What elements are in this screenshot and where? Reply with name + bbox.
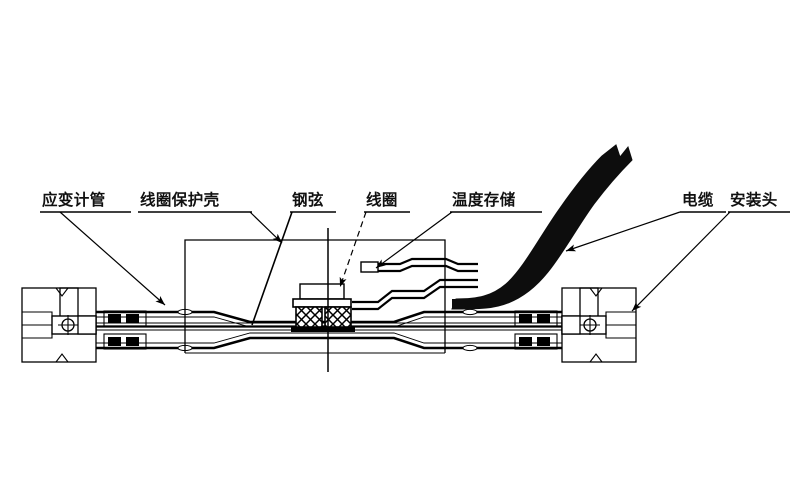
label-coil: 线圈	[366, 190, 398, 209]
coil-assembly	[291, 283, 355, 332]
notch-bottom	[55, 353, 69, 363]
leader-line	[249, 211, 283, 244]
label-cable: 电缆	[682, 190, 714, 209]
lead-wire-upper-b	[378, 264, 478, 273]
notch-bottom	[589, 353, 603, 363]
notch-top	[589, 287, 603, 297]
leader-line	[375, 211, 453, 269]
left-mounting-head	[21, 287, 97, 363]
detail-mark	[462, 344, 478, 352]
left-upper-flange	[103, 310, 147, 327]
seal-block	[126, 314, 139, 323]
coil-winding-left	[295, 306, 323, 328]
leader-line	[251, 211, 293, 326]
label-coil-protective-shell: 线圈保护壳	[140, 190, 220, 209]
coil-base	[291, 327, 355, 332]
lead-wire-lower-a	[352, 278, 478, 304]
label-mounting-head: 安装头	[730, 190, 778, 209]
seal-block	[519, 337, 532, 346]
seal-block	[108, 337, 121, 346]
temp-sensor-body	[360, 261, 379, 273]
coil-collar	[292, 298, 352, 308]
leader-line	[565, 211, 681, 252]
cable-jacket	[451, 144, 633, 310]
seal-block	[537, 337, 550, 346]
seal-block	[108, 314, 121, 323]
coil-cap	[299, 283, 345, 300]
lead-wire-lower-b	[352, 285, 478, 311]
lead-wire-upper-a	[378, 257, 478, 266]
flange-outlines	[103, 310, 558, 350]
tube-upper-wall	[96, 310, 562, 324]
detail-mark	[462, 308, 478, 316]
coil-winding-right	[324, 306, 352, 328]
seal-block	[519, 314, 532, 323]
callout-temperature-storage[interactable]: 温度存储	[375, 190, 542, 269]
right-lower-flange	[514, 333, 558, 350]
notch-top	[55, 287, 69, 297]
right-upper-flange	[514, 310, 558, 327]
leader-line	[631, 211, 731, 312]
lead-wires	[352, 257, 478, 311]
callout-strain-gauge-tube[interactable]: 应变计管	[40, 190, 166, 306]
coil-protective-shell	[184, 239, 446, 354]
callout-coil[interactable]: 线圈	[339, 190, 410, 288]
label-steel-string: 钢弦	[292, 190, 324, 209]
tube-lower-wall	[96, 336, 562, 350]
tube-lower-inner	[96, 332, 562, 344]
label-strain-gauge-tube: 应变计管	[42, 190, 106, 209]
seal-block	[126, 337, 139, 346]
leader-line	[59, 211, 166, 306]
label-temperature-storage: 温度存储	[452, 190, 516, 209]
callout-layer: 应变计管 线圈保护壳 钢弦 线圈 温度存储	[40, 190, 790, 326]
right-mounting-head	[561, 287, 637, 363]
callout-coil-protective-shell[interactable]: 线圈保护壳	[138, 190, 283, 244]
temperature-storage-sensor	[360, 261, 379, 273]
cable-entry	[452, 299, 478, 309]
callout-steel-string[interactable]: 钢弦	[251, 190, 336, 326]
seal-block	[537, 314, 550, 323]
leader-line	[339, 211, 367, 288]
callout-mounting-head[interactable]: 安装头	[631, 190, 790, 312]
callout-cable[interactable]: 电缆	[565, 190, 726, 252]
left-lower-flange	[103, 333, 147, 350]
seal-blocks	[108, 314, 550, 346]
